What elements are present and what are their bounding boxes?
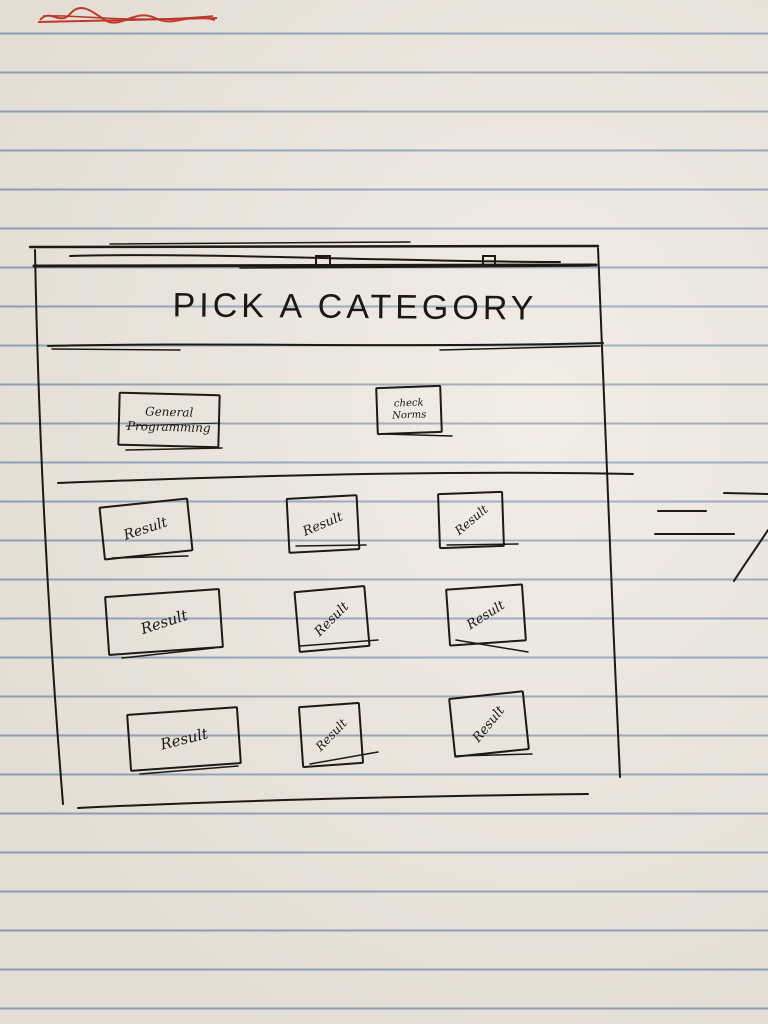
- category-check-norms-button[interactable]: check Norms: [375, 384, 443, 436]
- category-general-programming-button[interactable]: General Programming: [117, 391, 221, 449]
- category-label-line2: Norms: [391, 409, 427, 422]
- result-label: Result: [311, 598, 353, 640]
- category-label-line1: check: [393, 396, 424, 410]
- result-card-8[interactable]: Result: [297, 701, 365, 769]
- result-label: Result: [138, 605, 190, 639]
- result-label: Result: [122, 514, 170, 544]
- result-card-3[interactable]: Result: [437, 490, 505, 550]
- result-card-1[interactable]: Result: [98, 497, 194, 561]
- result-label: Result: [312, 716, 350, 754]
- result-label: Result: [464, 597, 508, 633]
- result-label: Result: [469, 702, 509, 746]
- result-card-9[interactable]: Result: [448, 690, 530, 758]
- result-label: Result: [451, 502, 491, 538]
- result-card-5[interactable]: Result: [293, 584, 371, 654]
- page-title: PICK A CATEGORY: [172, 286, 538, 328]
- category-label-line2: Programming: [126, 418, 211, 436]
- result-label: Result: [300, 508, 346, 540]
- result-card-4[interactable]: Result: [104, 588, 224, 656]
- result-card-2[interactable]: Result: [285, 494, 361, 554]
- result-card-7[interactable]: Result: [126, 706, 242, 772]
- result-label: Result: [158, 724, 210, 754]
- result-card-6[interactable]: Result: [445, 583, 527, 647]
- crossed-out-scribble: [37, 6, 218, 24]
